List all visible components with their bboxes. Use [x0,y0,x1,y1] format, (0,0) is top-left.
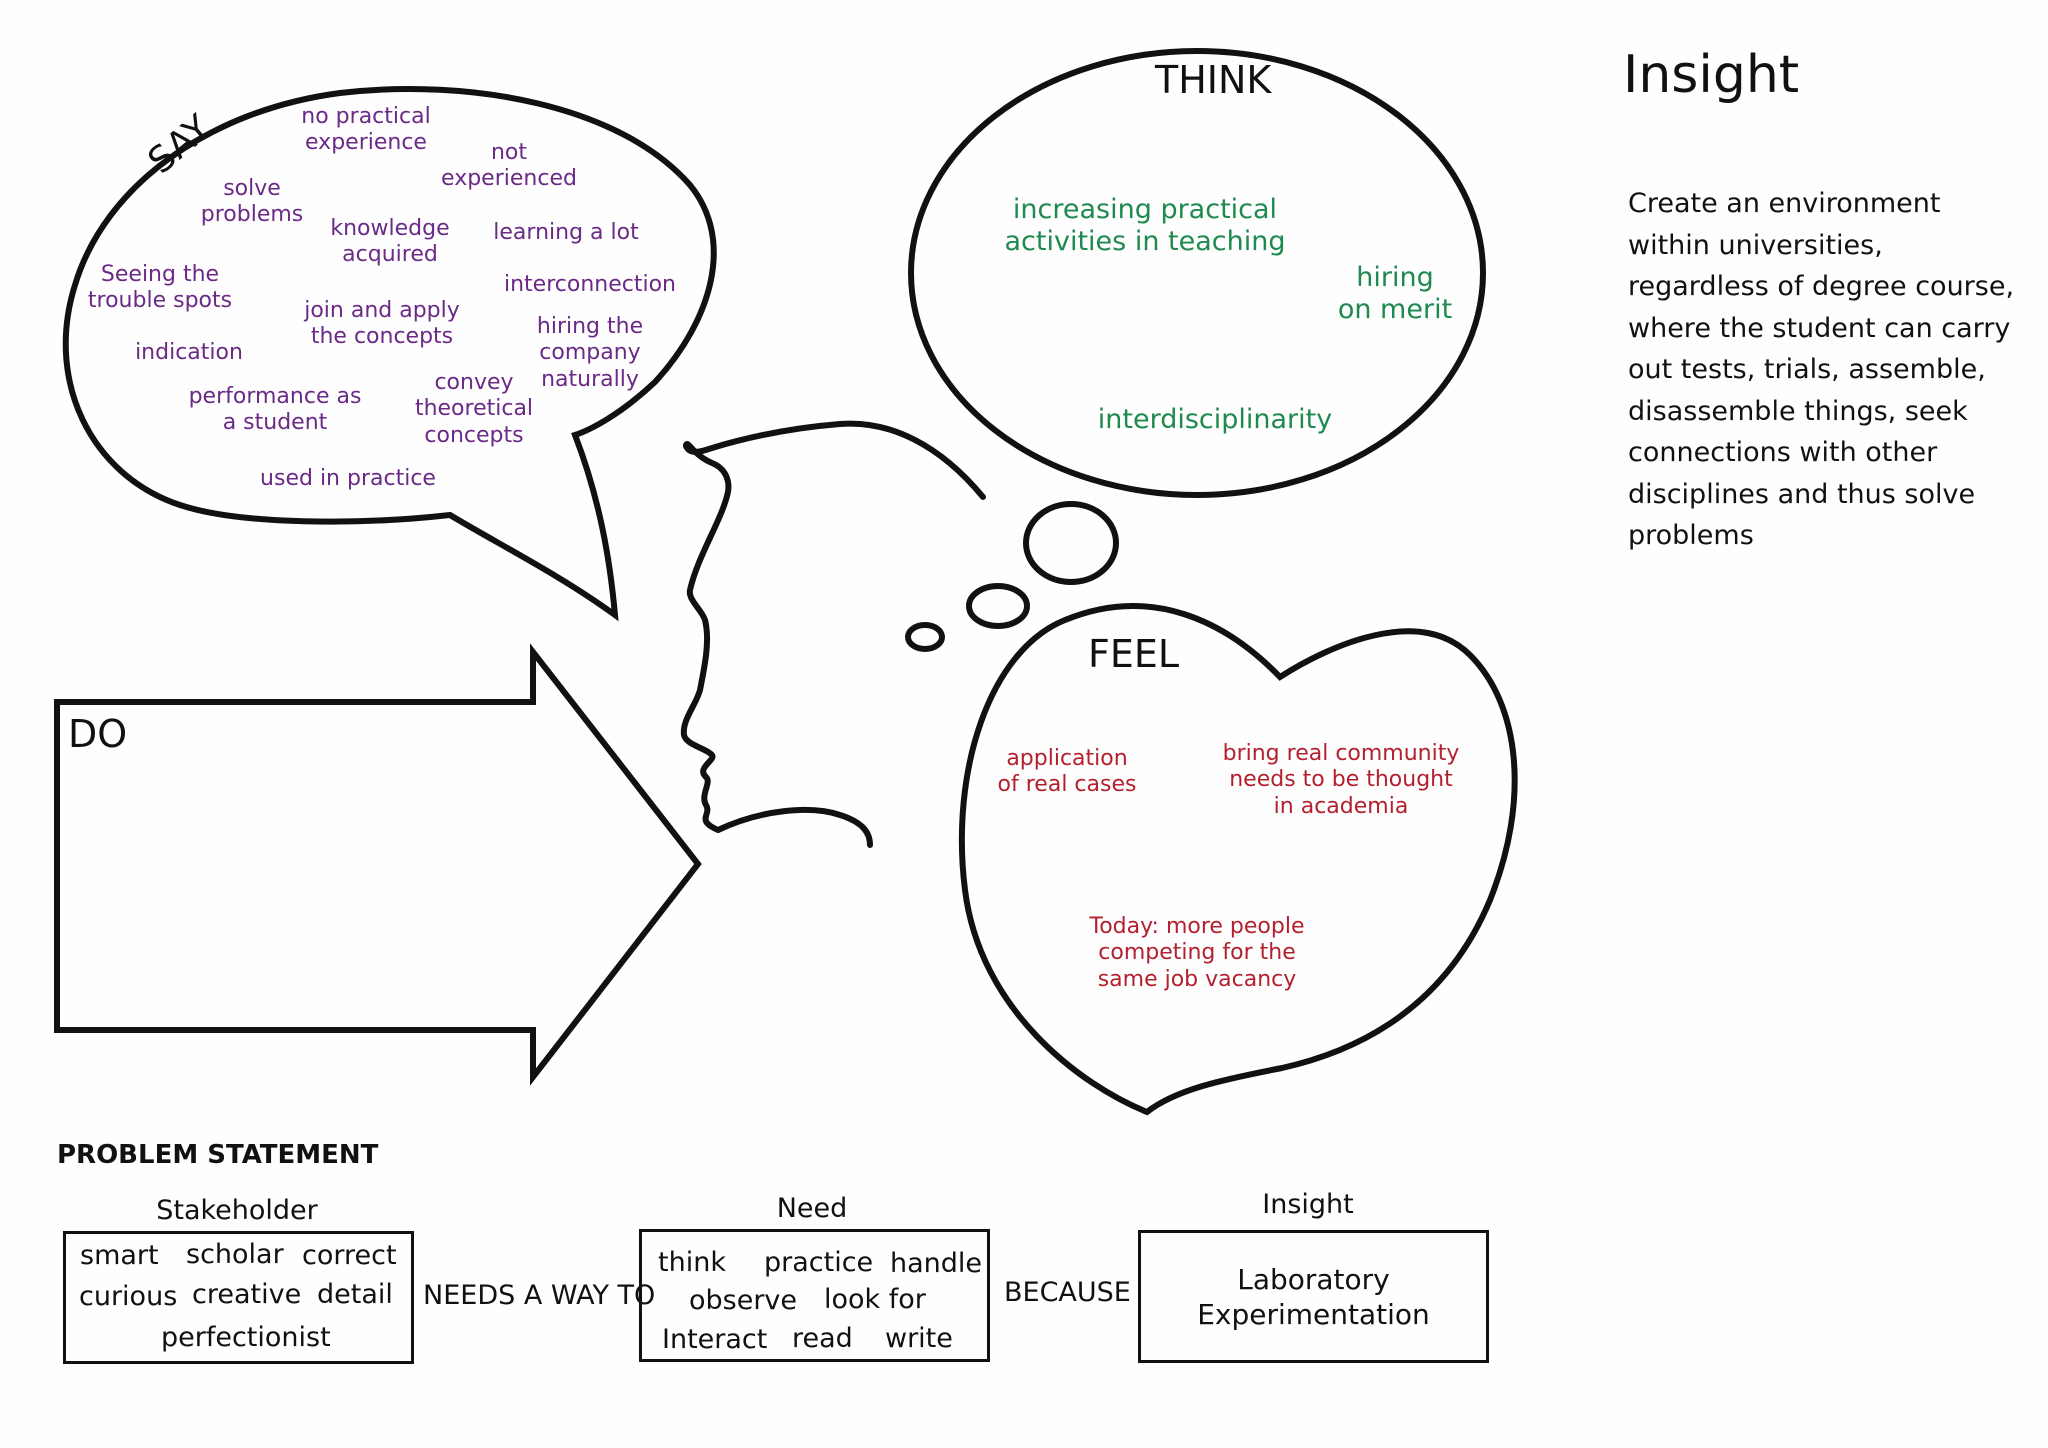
say-item: not experienced [441,140,577,192]
think-item: interdisciplinarity [1097,404,1333,435]
stakeholder-word: curious [79,1281,178,1312]
stakeholder-label: Stakeholder [156,1195,318,1226]
think-thought-bubble [908,48,1486,498]
insight-label: Insight [1262,1189,1354,1220]
need-word: read [792,1323,853,1354]
need-word: think [658,1247,726,1278]
need-word: handle [890,1248,983,1279]
stakeholder-box: smart scholar correct curious creative d… [63,1231,414,1364]
say-item: hiring the company naturally [536,314,644,392]
stakeholder-word: smart [80,1240,159,1271]
need-word: observe [689,1285,798,1316]
feel-title: FEEL [1088,632,1180,676]
need-word: look for [824,1284,926,1315]
insight-text: Create an environment within universitie… [1628,188,2015,551]
need-word: Interact [662,1324,768,1355]
say-item: join and apply the concepts [304,298,460,350]
say-item: performance as a student [188,384,362,436]
do-arrow [54,643,702,1086]
feel-item: Today: more people competing for the sam… [1089,914,1305,992]
stakeholder-word: correct [302,1240,397,1271]
problem-statement-title: PROBLEM STATEMENT [57,1140,379,1170]
thought-dot-medium [966,583,1030,629]
do-title: DO [68,712,128,756]
think-item: increasing practical activities in teach… [1004,194,1286,258]
insight-heading: Insight [1623,45,1800,105]
need-label: Need [776,1193,848,1224]
stakeholder-word: detail [317,1279,393,1310]
need-box: think practice handle observe look for I… [639,1229,990,1362]
head-profile-outline [680,420,986,848]
connector-because: BECAUSE [1004,1277,1131,1308]
say-item: learning a lot [493,220,639,245]
thought-dot-large [1023,501,1119,585]
say-item: indication [135,340,243,365]
say-item: Seeing the trouble spots [87,262,233,314]
feel-heart-bubble [958,603,1518,1116]
need-word: write [885,1323,953,1354]
insight-value: Laboratory Experimentation [1197,1262,1430,1331]
think-item: hiring on merit [1337,262,1453,326]
stakeholder-word: creative [192,1279,302,1310]
say-speech-bubble [62,86,717,622]
feel-item: application of real cases [997,746,1137,798]
say-item: used in practice [260,466,436,491]
say-item: no practical experience [301,104,431,156]
stakeholder-word: perfectionist [161,1322,331,1353]
say-item: knowledge acquired [330,216,450,268]
say-item: interconnection [504,272,676,297]
thought-dot-small [905,622,945,652]
say-item: convey theoretical concepts [414,370,534,448]
need-word: practice [764,1247,874,1278]
connector-needs-a-way-to: NEEDS A WAY TO [423,1280,656,1311]
insight-box: Laboratory Experimentation [1138,1230,1489,1363]
stakeholder-word: scholar [186,1239,284,1270]
feel-item: bring real community needs to be thought… [1222,741,1460,819]
say-item: solve problems [200,176,304,228]
think-title: THINK [1155,58,1272,102]
